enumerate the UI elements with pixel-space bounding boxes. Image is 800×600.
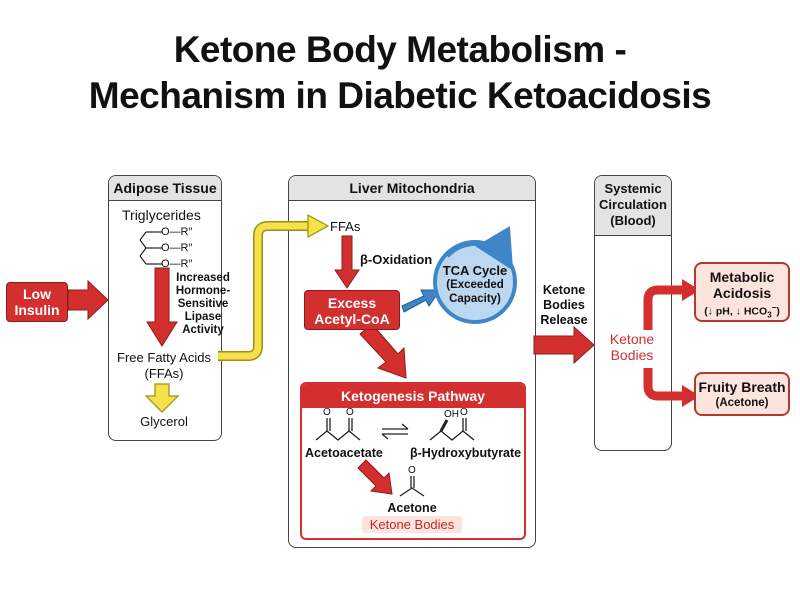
ketone-release-arrow [533, 325, 595, 365]
tca-line-2: (Exceeded [446, 279, 504, 291]
lipase-line-4: Lipase [184, 311, 222, 323]
ffas-label: FFAs [330, 219, 361, 234]
acidosis-subtext: (↓ pH, ↓ HCO3−) [696, 301, 788, 323]
systemic-circulation-header: Systemic Circulation (Blood) [595, 176, 671, 236]
low-insulin-line-2: Insulin [14, 302, 60, 318]
low-insulin-line-1: Low [23, 286, 51, 302]
systemic-ketone-bodies-label: Ketone Bodies [596, 331, 668, 363]
lipase-line-3: Sensitive [177, 298, 229, 310]
systemic-header-line-1: Systemic [604, 181, 662, 196]
lipase-line-5: Activity [182, 324, 224, 336]
acidosis-line-1: Metabolic [709, 269, 775, 285]
lipase-line-1: Increased [176, 272, 230, 284]
glycerol-label: Glycerol [140, 414, 188, 429]
liver-mitochondria-header: Liver Mitochondria [289, 176, 535, 201]
title-line-1: Ketone Body Metabolism - [173, 29, 627, 70]
equilibrium-arrows-icon [381, 423, 409, 440]
tca-cycle-label: TCA Cycle (Exceeded Capacity) [435, 264, 515, 306]
tca-line-1: TCA Cycle [442, 263, 508, 278]
beta-oxidation-arrow [334, 235, 360, 289]
ketogenesis-pathway-panel: Ketogenesis Pathway [300, 382, 526, 540]
acetone-arrow [357, 459, 393, 495]
ketone-release-label: Ketone Bodies Release [532, 283, 596, 328]
acidosis-line-2: Acidosis [712, 285, 772, 301]
systemic-header-line-2: Circulation [599, 197, 667, 212]
ketone-bodies-badge: Ketone Bodies [362, 516, 462, 533]
acidosis-sub-prefix: (↓ pH, ↓ HCO [704, 305, 768, 318]
fruity-breath-label: Fruity Breath [698, 379, 786, 395]
fruity-breath-box: Fruity Breath (Acetone) [694, 372, 790, 416]
release-line-3: Release [540, 313, 588, 327]
systemic-ketone-line-1: Ketone [609, 331, 655, 347]
systemic-circulation-panel: Systemic Circulation (Blood) [594, 175, 672, 451]
ketogenesis-pathway-header: Ketogenesis Pathway [302, 384, 524, 408]
tca-arrow [401, 289, 441, 313]
ketogenesis-arrow [359, 323, 407, 379]
ffa-line-1: Free Fatty Acids [117, 350, 211, 365]
excess-line-1: Excess [327, 295, 377, 311]
low-insulin-box: Low Insulin [6, 282, 68, 322]
systemic-ketone-line-2: Bodies [610, 347, 654, 363]
chain-label-3: O—R″ [161, 258, 193, 270]
acidosis-sub-suffix: ) [776, 305, 780, 318]
acetoacetate-o-label-2: O [346, 407, 354, 418]
triglyceride-structure-icon [139, 231, 162, 265]
acidosis-sub-superscript: − [771, 303, 777, 312]
free-fatty-acids-label: Free Fatty Acids (FFAs) [108, 350, 220, 382]
ffa-line-2: (FFAs) [144, 366, 184, 381]
acetoacetate-o-label-1: O [323, 407, 331, 418]
chain-label-1: O—R″ [161, 226, 193, 238]
title-line-2: Mechanism in Diabetic Ketoacidosis [88, 75, 712, 116]
low-insulin-arrow [67, 279, 109, 321]
adipose-tissue-header: Adipose Tissue [109, 176, 221, 201]
acidosis-sub-subscript: 3 [767, 310, 772, 320]
acetoacetate-structure-icon [315, 418, 361, 441]
acetone-o-label: O [408, 465, 416, 476]
tca-cycle-icon [445, 225, 514, 271]
glycerol-arrow [144, 383, 180, 413]
acetone-structure-icon [399, 476, 425, 497]
lipolysis-arrow [146, 267, 178, 347]
hydroxybutyrate-o-label: O [460, 407, 468, 418]
hydroxybutyrate-structure-icon [429, 418, 475, 441]
release-line-2: Bodies [543, 298, 585, 312]
beta-oxidation-label: β-Oxidation [360, 252, 433, 267]
triglycerides-label: Triglycerides [122, 207, 201, 223]
chain-label-2: O—R″ [161, 242, 193, 254]
hydroxybutyrate-label: β-Hydroxybutyrate [410, 446, 522, 460]
systemic-header-line-3: (Blood) [610, 213, 656, 228]
release-line-1: Ketone [542, 283, 586, 297]
metabolic-acidosis-box: Metabolic Acidosis (↓ pH, ↓ HCO3−) [694, 262, 790, 322]
hydroxybutyrate-oh-label: OH [444, 409, 459, 420]
acetoacetate-label: Acetoacetate [305, 446, 383, 460]
acetone-label: Acetone [387, 501, 437, 515]
excess-acetyl-coa-box: Excess Acetyl-CoA [304, 290, 400, 330]
acidosis-arrow [643, 285, 684, 330]
fruity-breath-subtext: (Acetone) [715, 397, 769, 409]
excess-line-2: Acetyl-CoA [314, 311, 390, 327]
lipase-line-2: Hormone- [175, 285, 231, 297]
lipase-activity-label: Increased Hormone- Sensitive Lipase Acti… [170, 272, 236, 337]
fruity-breath-arrow [643, 368, 684, 401]
tca-line-3: Capacity) [449, 293, 501, 305]
